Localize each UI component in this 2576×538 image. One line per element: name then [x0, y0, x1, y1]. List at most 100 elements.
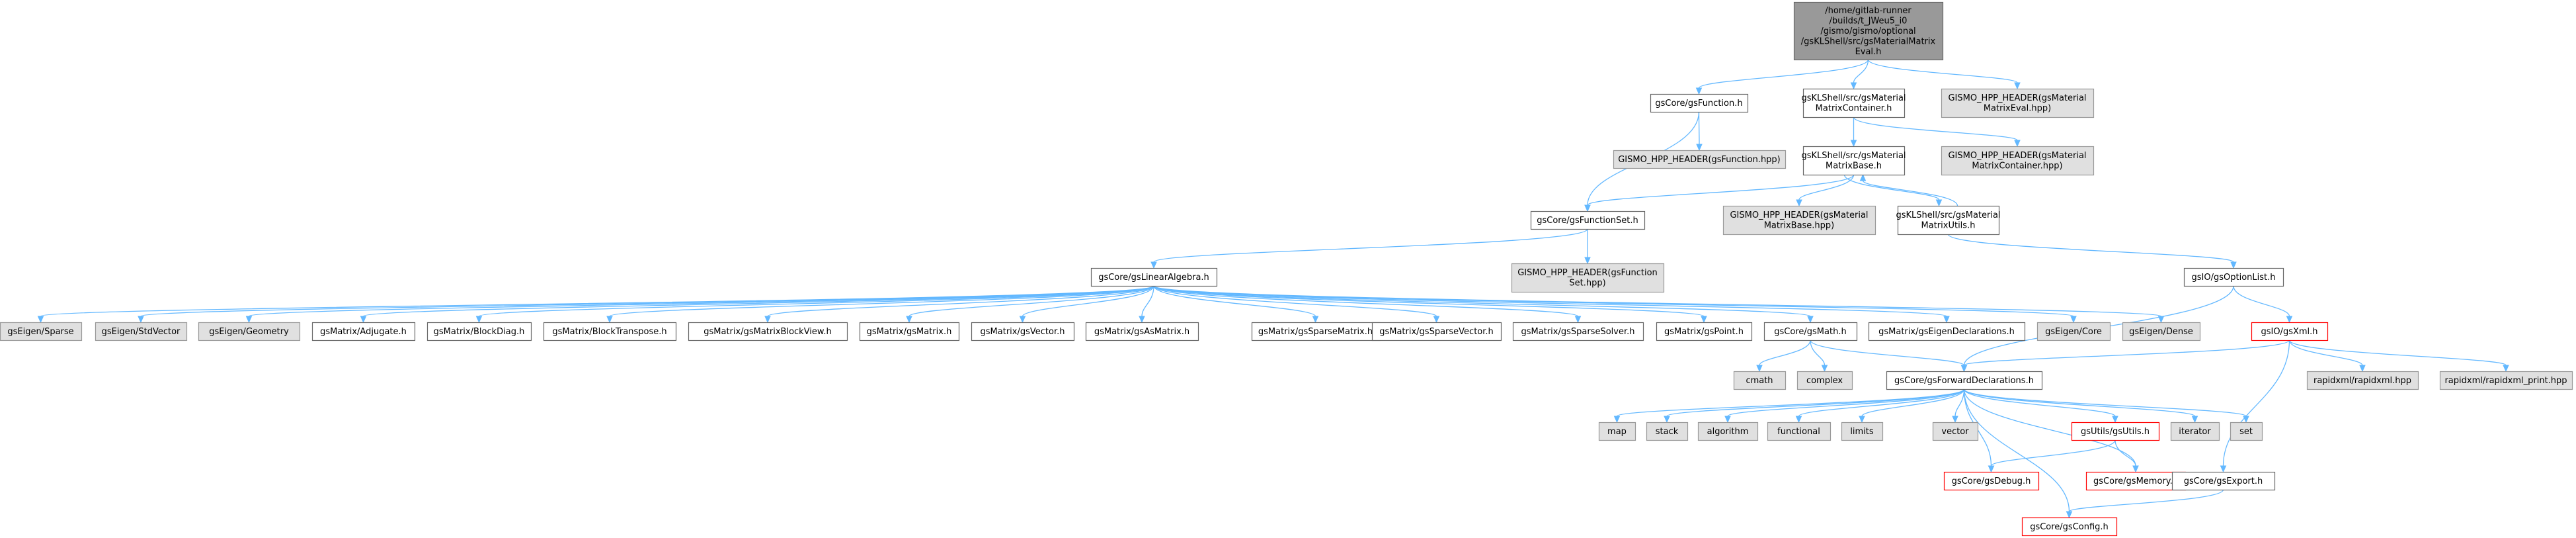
node-optionlist[interactable]: gsIO/gsOptionList.h: [2183, 267, 2284, 287]
node-label: MatrixBase.hpp): [1764, 221, 1835, 231]
node-label: gsMatrix/gsVector.h: [981, 327, 1065, 337]
node-box: [1371, 322, 1502, 341]
edge-arrowhead: [1850, 82, 1857, 90]
node-gsexport[interactable]: gsCore/gsExport.h: [2171, 471, 2276, 491]
edge-line: [1153, 228, 1588, 263]
edge-linalg-to-blockdiag: [475, 285, 1154, 324]
node-box: [1868, 322, 2026, 341]
edge-gsmath-to-fwddecl: [1810, 339, 1968, 373]
node-gsmatrix[interactable]: gsMatrix/gsMatrix.h: [859, 322, 960, 341]
edge-linalg-to-eigendecl: [1153, 285, 1950, 324]
edge-gsfunction-to-hppfunction: [1696, 111, 1703, 152]
node-gsfunction[interactable]: gsCore/gsFunction.h: [1650, 93, 1749, 113]
edge-gsxml-to-rapidxml: [2288, 339, 2366, 373]
edge-linalg-to-gsmatrix: [906, 285, 1154, 324]
node-eigendecl[interactable]: gsMatrix/gsEigenDeclarations.h: [1868, 322, 2026, 341]
edge-arrowhead: [1960, 365, 1968, 373]
node-asmatrix[interactable]: gsMatrix/gsAsMatrix.h: [1085, 322, 1199, 341]
edge-line: [1153, 285, 1947, 317]
edge-line: [1153, 285, 1811, 317]
node-box: [2183, 267, 2284, 287]
node-box: [2306, 371, 2419, 390]
edge-arrowhead: [1821, 365, 1828, 373]
edge-arrowhead: [2220, 465, 2227, 473]
edge-arrowhead: [1433, 316, 1440, 324]
node-matcontainer[interactable]: gsKLShell/src/gsMaterialMatrixContainer.…: [1801, 88, 1906, 118]
node-label: GISMO_HPP_HEADER(gsFunction.hpp): [1618, 155, 1781, 165]
edge-linalg-to-blocktranspose: [606, 285, 1154, 324]
node-gspoint[interactable]: gsMatrix/gsPoint.h: [1656, 322, 1753, 341]
node-map: map: [1598, 422, 1636, 441]
node-gsutils[interactable]: gsUtils/gsUtils.h: [2071, 422, 2160, 441]
edge-matbase-to-hppmatbase: [1796, 174, 1855, 207]
edge-arrowhead: [2132, 465, 2139, 473]
node-label: limits: [1850, 427, 1874, 437]
edge-fwddecl-to-stack: [1664, 388, 1965, 424]
node-label: gsKLShell/src/gsMaterial: [1801, 93, 1906, 103]
node-label: gsMatrix/gsSparseVector.h: [1379, 327, 1494, 337]
node-label: map: [1607, 427, 1627, 437]
node-gsmath[interactable]: gsCore/gsMath.h: [1763, 322, 1858, 341]
edge-gsxml-to-fwddecl: [1960, 339, 2290, 373]
node-label: GISMO_HPP_HEADER(gsMaterial: [1730, 210, 1868, 220]
node-box: [95, 322, 188, 341]
node-gsconfig[interactable]: gsCore/gsConfig.h: [2021, 517, 2118, 537]
edge-line: [1153, 285, 2162, 317]
node-label: /home/gitlab-runner: [1825, 6, 1912, 16]
node-label: /builds/t_JWeu5_i0: [1830, 16, 1908, 26]
edge-matbase-to-funcset: [1584, 174, 1855, 212]
edge-line: [767, 285, 1154, 317]
edge-line: [1861, 388, 1965, 417]
node-ecore: gsEigen/Core: [2036, 322, 2111, 341]
node-cmath: cmath: [1733, 371, 1787, 390]
node-blockdiag[interactable]: gsMatrix/BlockDiag.h: [426, 322, 532, 341]
node-label: gsEigen/Geometry: [209, 327, 289, 337]
edge-matutils-to-matbase: [1859, 173, 1958, 206]
edge-line: [1698, 59, 1869, 89]
node-box: [2230, 422, 2263, 441]
node-gsxml[interactable]: gsIO/gsXml.h: [2251, 322, 2329, 341]
edge-line: [1963, 388, 2136, 467]
edge-line: [1759, 339, 1811, 366]
node-root[interactable]: /home/gitlab-runner/builds/t_JWeu5_i0/gi…: [1793, 1, 1944, 61]
edge-arrowhead: [138, 316, 144, 324]
node-fwddecl[interactable]: gsCore/gsForwardDeclarations.h: [1886, 371, 2043, 390]
node-label: GISMO_HPP_HEADER(gsMaterial: [1948, 151, 2086, 161]
edge-fwddecl-to-gsutils: [1963, 388, 2118, 424]
edge-line: [1810, 339, 1965, 366]
node-label: gsEigen/StdVector: [102, 327, 181, 337]
node-funcset[interactable]: gsCore/gsFunctionSet.h: [1530, 210, 1646, 230]
edge-gsmath-to-complex: [1810, 339, 1828, 373]
edge-root-to-matcontainer: [1850, 59, 1869, 90]
node-linalg[interactable]: gsCore/gsLinearAlgebra.h: [1090, 267, 1218, 287]
edge-linalg-to-adjugate: [360, 285, 1154, 324]
edge-line: [1963, 388, 2196, 417]
node-blocktranspose[interactable]: gsMatrix/BlockTranspose.h: [543, 322, 677, 341]
node-blockview[interactable]: gsMatrix/gsMatrixBlockView.h: [688, 322, 848, 341]
node-gsmemory[interactable]: gsCore/gsMemory.h: [2085, 471, 2187, 491]
node-label: gsCore/gsForwardDeclarations.h: [1894, 376, 2034, 386]
edge-linalg-to-asmatrix: [1139, 285, 1154, 324]
edge-line: [1798, 174, 1855, 201]
node-adjugate[interactable]: gsMatrix/Adjugate.h: [311, 322, 416, 341]
edge-linalg-to-gsvector: [1019, 285, 1154, 324]
node-label: functional: [1777, 427, 1820, 437]
node-box: [1511, 263, 1665, 293]
node-box: [1251, 322, 1381, 341]
edge-line: [1867, 59, 2018, 83]
edge-linalg-to-blockview: [764, 285, 1154, 324]
node-sparsevector[interactable]: gsMatrix/gsSparseVector.h: [1371, 322, 1502, 341]
node-gsdebug[interactable]: gsCore/gsDebug.h: [1943, 471, 2040, 491]
node-box: [1802, 146, 1906, 176]
node-label: algorithm: [1707, 427, 1749, 437]
node-gsvector[interactable]: gsMatrix/gsVector.h: [971, 322, 1075, 341]
edge-line: [1990, 439, 2116, 467]
node-sparsematrix[interactable]: gsMatrix/gsSparseMatrix.h: [1251, 322, 1381, 341]
node-label: gsIO/gsXml.h: [2261, 327, 2317, 337]
edge-line: [478, 285, 1154, 317]
node-box: [1733, 371, 1787, 390]
node-sparsesolver[interactable]: gsMatrix/gsSparseSolver.h: [1512, 322, 1644, 341]
